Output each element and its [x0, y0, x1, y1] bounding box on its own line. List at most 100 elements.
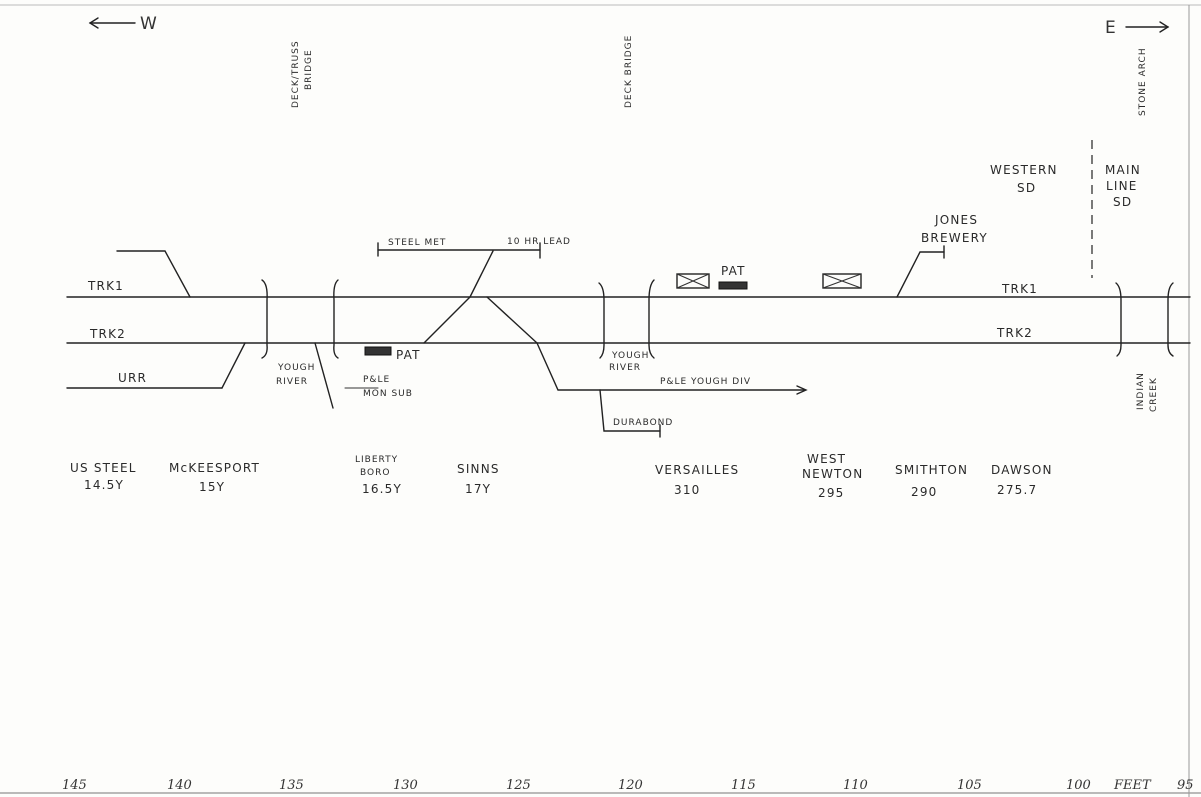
yough-river-label-right: YOUGH RIVER	[609, 351, 649, 373]
prle-mon-sub-label: P&LE MON SUB	[363, 375, 413, 399]
svg-text:BRIDGE: BRIDGE	[304, 49, 314, 90]
steel-met-lead	[377, 242, 541, 259]
durabond-label: DURABOND	[613, 418, 673, 428]
svg-text:110: 110	[843, 778, 868, 793]
svg-text:140: 140	[167, 778, 192, 793]
prle-yough-div-label: P&LE YOUGH DIV	[660, 377, 751, 387]
svg-text:14.5Y: 14.5Y	[84, 478, 124, 492]
deck-truss-bridge-marks	[261, 279, 339, 359]
svg-text:McKEESPORT: McKEESPORT	[169, 461, 260, 475]
deck-truss-bridge-label: DECK/TRUSS BRIDGE	[291, 40, 314, 108]
svg-text:DAWSON: DAWSON	[991, 463, 1053, 477]
mckeesport-spur	[116, 250, 191, 298]
svg-text:RIVER: RIVER	[609, 363, 641, 373]
svg-text:135: 135	[279, 778, 304, 793]
east-label: E	[1105, 18, 1116, 38]
distance-scale: 145 140 135 130 125 120 115 110 105 100 …	[62, 778, 1194, 793]
svg-text:MON SUB: MON SUB	[363, 389, 413, 399]
svg-text:YOUGH: YOUGH	[277, 363, 315, 373]
svg-text:SMITHTON: SMITHTON	[895, 463, 968, 477]
trk1-left-label: TRK1	[87, 279, 124, 293]
svg-text:130: 130	[393, 778, 418, 793]
grade-crossing-versailles	[676, 273, 710, 289]
west-label: W	[140, 14, 157, 34]
svg-text:120: 120	[618, 778, 643, 793]
svg-text:BORO: BORO	[360, 468, 390, 478]
crossover-east	[486, 296, 538, 344]
svg-text:P&LE: P&LE	[363, 375, 390, 385]
svg-text:17Y: 17Y	[465, 482, 491, 496]
trk2-left-label: TRK2	[89, 327, 126, 341]
trk1-right-label: TRK1	[1001, 282, 1038, 296]
stone-arch-marks	[1115, 282, 1174, 357]
steel-met-label: STEEL MET	[388, 238, 446, 248]
svg-text:PAT: PAT	[721, 264, 746, 278]
yough-river-label-left: YOUGH RIVER	[276, 363, 315, 387]
main-line-sd-label: MAIN LINE SD	[1105, 163, 1141, 209]
svg-text:CREEK: CREEK	[1149, 377, 1159, 412]
svg-text:WESTERN: WESTERN	[990, 163, 1058, 177]
svg-text:15Y: 15Y	[199, 480, 225, 494]
station-versailles: VERSAILLES 310	[655, 463, 739, 497]
svg-text:LIBERTY: LIBERTY	[355, 455, 398, 465]
svg-text:MAIN: MAIN	[1105, 163, 1141, 177]
svg-text:BREWERY: BREWERY	[921, 231, 988, 245]
stone-arch-label: STONE ARCH	[1138, 47, 1148, 116]
svg-text:145: 145	[62, 778, 87, 793]
station-sinns: SINNS 17Y	[457, 462, 500, 496]
svg-text:100: 100	[1066, 778, 1091, 793]
trk2-right-label: TRK2	[996, 326, 1033, 340]
prle-yough-div-line	[536, 342, 806, 391]
svg-text:YOUGH: YOUGH	[611, 351, 649, 361]
station-smithton: SMITHTON 290	[895, 463, 968, 499]
durabond-spur	[599, 389, 661, 432]
deck-bridge-label: DECK BRIDGE	[624, 35, 634, 108]
western-sd-label: WESTERN SD	[990, 163, 1058, 195]
svg-text:PAT: PAT	[396, 348, 421, 362]
svg-text:WEST: WEST	[807, 452, 846, 466]
deck-bridge-marks	[598, 279, 655, 359]
prle-mon-sub-line	[314, 342, 334, 409]
steel-met-connection	[469, 250, 494, 298]
svg-text:105: 105	[957, 778, 982, 793]
svg-text:SD: SD	[1113, 195, 1132, 209]
station-mckeesport: McKEESPORT 15Y	[169, 461, 260, 494]
east-arrow: E	[1105, 18, 1170, 38]
station-west-newton: WEST NEWTON 295	[802, 452, 863, 500]
pat-signal-track2: PAT	[364, 346, 421, 362]
svg-text:US STEEL: US STEEL	[70, 461, 137, 475]
svg-text:275.7: 275.7	[997, 483, 1037, 497]
pat-signal-track1: PAT	[718, 264, 748, 290]
svg-text:295: 295	[818, 486, 845, 500]
svg-text:310: 310	[674, 483, 701, 497]
prle-yough-div-arrowhead	[796, 385, 808, 395]
crossover-west	[423, 296, 471, 344]
svg-text:SINNS: SINNS	[457, 462, 500, 476]
svg-text:RIVER: RIVER	[276, 377, 308, 387]
station-us-steel: US STEEL 14.5Y	[70, 461, 137, 492]
svg-text:NEWTON: NEWTON	[802, 467, 863, 481]
scale-unit: FEET	[1113, 778, 1152, 793]
scale-end: 95	[1177, 778, 1194, 793]
station-liberty-boro: LIBERTY BORO 16.5Y	[355, 455, 402, 496]
jones-brewery-spur	[896, 251, 945, 298]
svg-text:125: 125	[506, 778, 531, 793]
svg-text:VERSAILLES: VERSAILLES	[655, 463, 739, 477]
station-dawson: DAWSON 275.7	[991, 463, 1053, 497]
svg-text:JONES: JONES	[934, 213, 978, 227]
jones-brewery-label: JONES BREWERY	[921, 213, 988, 245]
svg-text:DECK/TRUSS: DECK/TRUSS	[291, 40, 301, 108]
svg-text:LINE: LINE	[1106, 179, 1138, 193]
urr-label: URR	[118, 371, 147, 385]
svg-text:INDIAN: INDIAN	[1136, 372, 1146, 410]
west-arrow: W	[88, 14, 157, 34]
grade-crossing-west-newton	[822, 273, 862, 289]
urr-connection	[221, 342, 246, 389]
svg-text:290: 290	[911, 485, 938, 499]
svg-text:16.5Y: 16.5Y	[362, 482, 402, 496]
ten-hr-lead-label: 10 HR LEAD	[507, 237, 571, 247]
indian-creek-label: INDIAN CREEK	[1136, 372, 1159, 412]
svg-text:115: 115	[731, 778, 756, 793]
